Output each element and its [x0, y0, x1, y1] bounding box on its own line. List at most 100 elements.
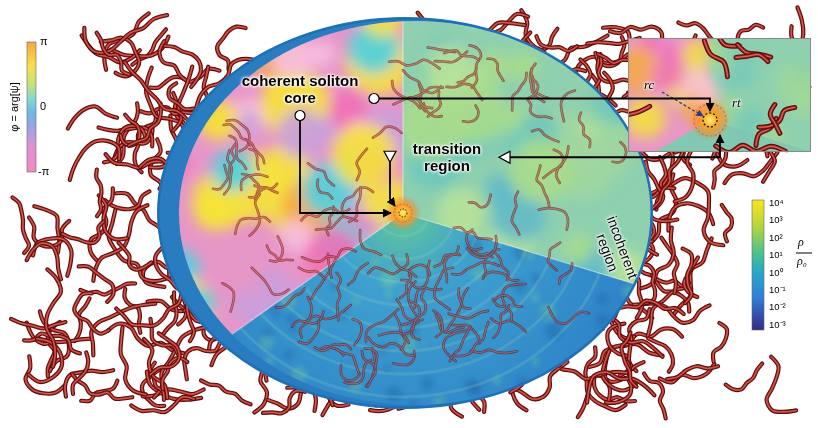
vortex-tube — [150, 333, 179, 374]
vortex-tube — [79, 266, 114, 302]
vortex-tube — [27, 243, 61, 279]
vortex-tube — [91, 304, 155, 356]
vortex-tube — [165, 46, 201, 87]
vortex-tube — [276, 288, 304, 307]
vortex-tube — [673, 178, 723, 245]
density-speck — [532, 358, 540, 366]
vortex-tube — [369, 337, 414, 355]
vortex-tube — [224, 124, 251, 145]
color-blob — [332, 123, 396, 187]
vortex-tube — [767, 357, 797, 412]
vortex-tube — [726, 364, 762, 390]
vortex-tube — [299, 268, 325, 279]
vortex-tube — [445, 246, 459, 282]
vortex-tube — [337, 273, 341, 321]
vortex-tube — [673, 178, 723, 245]
vortex-tube — [722, 205, 732, 241]
vortex-tube — [617, 301, 684, 315]
vortex-tube — [97, 33, 130, 75]
vortex-tube — [99, 195, 127, 239]
tick-label: 0 — [40, 100, 46, 113]
vortex-tube — [471, 350, 517, 353]
vortex-tube — [404, 301, 420, 334]
vortex-tube — [74, 293, 109, 333]
vortex-tube — [641, 264, 656, 303]
vortex-tube — [467, 236, 496, 258]
vortex-tube — [125, 62, 186, 119]
tick-label: 10² — [769, 233, 783, 244]
vortex-tube — [736, 54, 768, 61]
vortex-tube — [469, 194, 491, 207]
vortex-tube — [404, 301, 420, 334]
vortex-tube — [369, 337, 414, 355]
vortex-tube — [11, 319, 65, 329]
color-blob — [628, 49, 656, 93]
inset-border — [629, 39, 811, 152]
vortex-tube — [213, 165, 228, 189]
vortex-tube — [224, 124, 251, 145]
vortex-tube — [120, 327, 145, 394]
vortex-tube — [444, 50, 478, 60]
inset-picture — [628, 38, 811, 152]
vortex-tube — [512, 73, 526, 111]
vortex-tube — [99, 195, 127, 239]
vortex-tube — [707, 38, 739, 46]
vortex-tube — [299, 321, 319, 344]
density-speck — [633, 357, 648, 372]
sector-fill — [0, 0, 403, 428]
vortex-tube — [466, 230, 481, 250]
vortex-tube — [300, 297, 311, 337]
vortex-tube — [488, 59, 504, 81]
density-speck — [281, 388, 289, 396]
vortex-tube — [393, 97, 432, 108]
vortex-tube — [446, 288, 468, 332]
vortex-tube — [263, 391, 305, 414]
vortex-tube — [349, 187, 360, 222]
vortex-tube — [96, 170, 101, 217]
vortex-tube — [667, 366, 718, 379]
vortex-tube — [587, 382, 626, 410]
vortex-tube — [307, 305, 351, 321]
vortex-tube — [116, 293, 181, 326]
vortex-tube — [169, 83, 194, 109]
vortex-tube — [469, 45, 481, 87]
vortex-tube — [403, 70, 441, 93]
vortex-tube — [537, 165, 550, 206]
color-blob — [443, 80, 506, 143]
vortex-tube — [446, 288, 468, 332]
vortex-tube — [330, 249, 355, 278]
vortex-tube — [169, 83, 194, 109]
vortex-tube — [249, 149, 258, 169]
vortex-tube — [536, 36, 577, 51]
vortex-tube — [463, 105, 478, 121]
color-blob — [188, 45, 228, 85]
density-speck — [422, 341, 426, 345]
vortex-tube — [116, 293, 181, 326]
vortex-tube — [683, 249, 692, 303]
vortex-tube — [392, 81, 420, 109]
vortex-tube — [235, 217, 270, 234]
tick-label: 10⁻² — [769, 302, 786, 313]
vortex-tube — [252, 268, 289, 295]
vortex-tube — [707, 38, 739, 46]
vortex-tube — [119, 243, 152, 270]
vortex-tube — [270, 236, 283, 261]
inset-vortices — [628, 38, 795, 152]
density-speck — [272, 309, 281, 318]
vortex-tube — [235, 217, 270, 234]
vortex-tube — [165, 46, 201, 87]
density-speck — [206, 97, 213, 104]
vortex-tube — [512, 192, 520, 235]
inset-panel: rcrt — [628, 38, 811, 152]
density-speck — [610, 343, 622, 355]
callout-dot — [369, 94, 379, 104]
vortex-tube — [466, 230, 481, 250]
vortex-tube — [341, 365, 360, 380]
vortex-tube — [495, 295, 522, 306]
vortex-tube — [302, 256, 337, 261]
vortex-tube — [299, 268, 325, 279]
vortex-tube — [68, 106, 117, 128]
vortex-tube — [471, 350, 517, 353]
color-blobs — [138, 0, 430, 345]
vortex-tube — [483, 272, 518, 281]
